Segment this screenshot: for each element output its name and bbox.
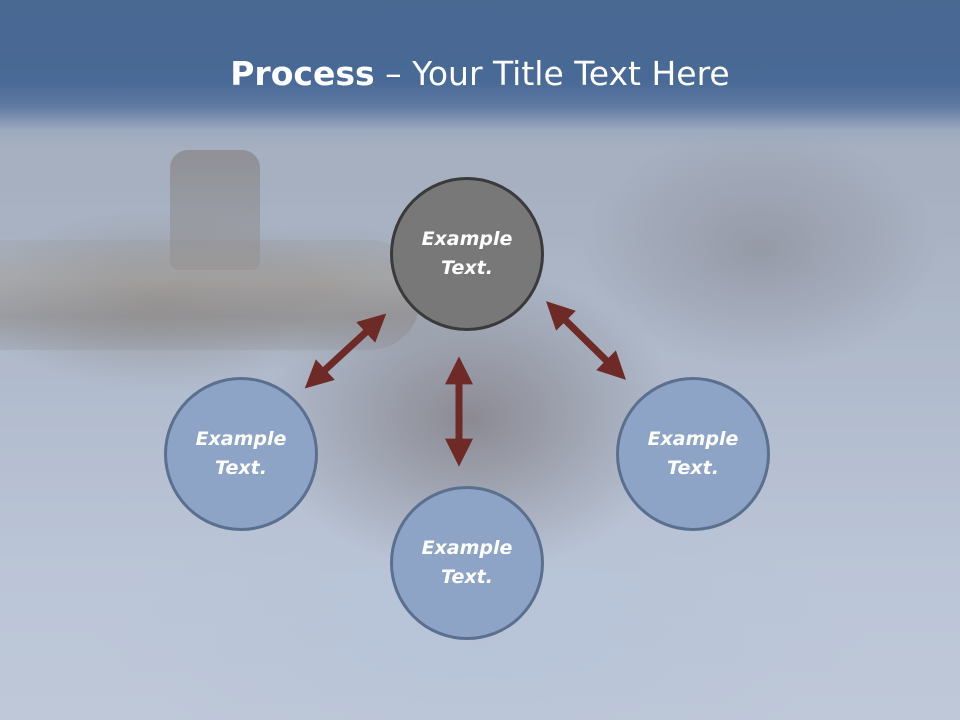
process-node-bottom[interactable]: Example Text. (390, 486, 544, 640)
background-valve-shape (170, 150, 260, 270)
slide-title[interactable]: Process – Your Title Text Here (0, 52, 960, 96)
title-rest-part: – Your Title Text Here (374, 54, 730, 93)
title-band (0, 0, 960, 148)
node-right-label: Example Text. (647, 428, 739, 479)
title-bold-part: Process (230, 54, 375, 93)
node-bottom-label: Example Text. (421, 537, 513, 588)
process-node-left[interactable]: Example Text. (164, 377, 318, 531)
double-arrow-left[interactable] (304, 313, 387, 389)
process-node-top[interactable]: Example Text. (390, 177, 544, 331)
node-top-label: Example Text. (421, 228, 513, 279)
double-arrow-right[interactable] (546, 301, 626, 380)
node-left-label: Example Text. (195, 428, 287, 479)
process-node-right[interactable]: Example Text. (616, 377, 770, 531)
